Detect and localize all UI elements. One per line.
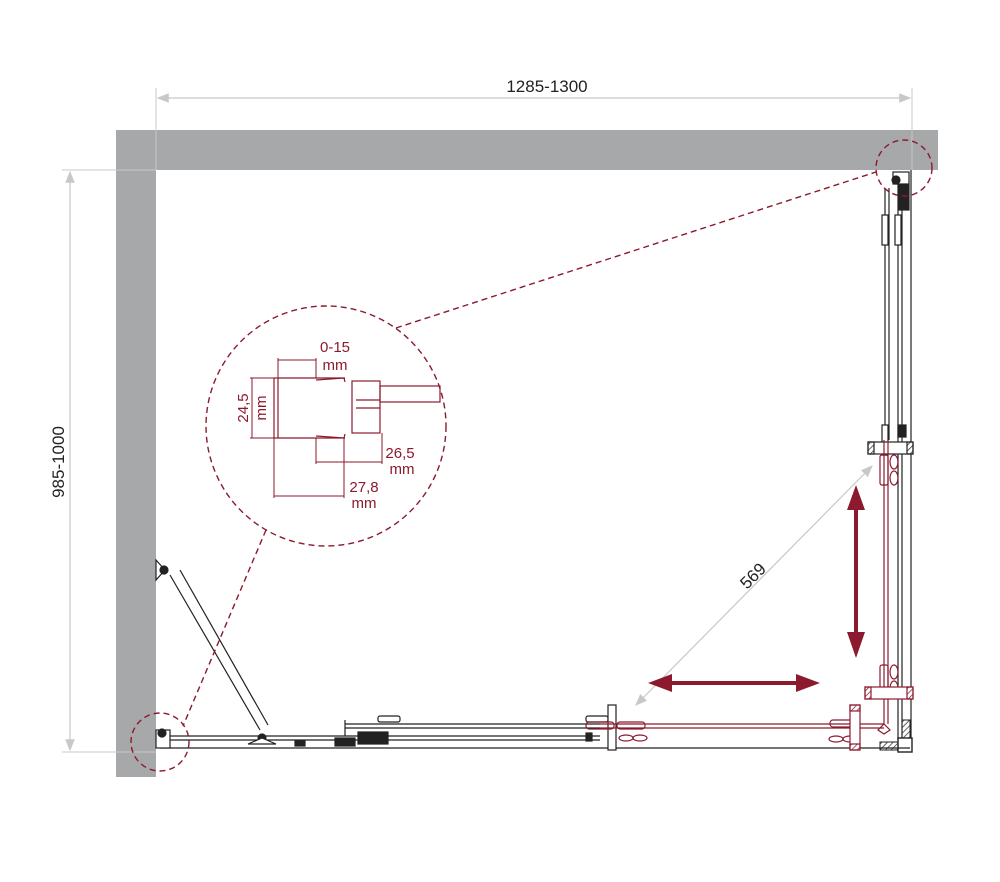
inner-offset-label: 26,5 <box>385 445 414 462</box>
walls <box>116 130 938 777</box>
diagonal-label: 569 <box>736 559 769 592</box>
gap-unit: mm <box>323 357 348 374</box>
profile-detail-labels: 0-15 mm 24,5 mm 26,5 mm 27,8 mm <box>235 339 415 512</box>
right-frame <box>867 170 914 752</box>
bottom-sliding-door <box>585 704 884 751</box>
detail-callout-circle <box>205 305 447 547</box>
stabilizer-bar <box>155 558 277 745</box>
height-dimension: 985-1000 <box>49 169 156 753</box>
height-label: 985-1000 <box>49 426 68 498</box>
gap-label: 0-15 <box>320 339 350 356</box>
bottom-frame <box>155 704 910 751</box>
diagonal-dimension: 569 <box>635 465 873 706</box>
movement-arrows <box>648 485 865 692</box>
horizontal-arrow-icon <box>648 674 820 692</box>
top-wall <box>116 130 938 170</box>
profile-height-label: 24,5 <box>235 393 252 422</box>
inner-offset-unit: mm <box>390 461 415 478</box>
right-sliding-door <box>864 440 914 735</box>
bottom-left-callout-circle <box>130 712 190 772</box>
callout-leaders <box>130 139 933 772</box>
top-right-callout-circle <box>875 139 933 197</box>
left-wall <box>116 130 156 777</box>
profile-height-unit: mm <box>253 396 270 421</box>
outer-offset-label: 27,8 <box>349 479 378 496</box>
width-dimension: 1285-1300 <box>155 77 913 170</box>
vertical-arrow-icon <box>847 485 865 658</box>
outer-offset-unit: mm <box>352 495 377 512</box>
profile-detail <box>250 358 441 498</box>
width-label: 1285-1300 <box>506 77 587 96</box>
